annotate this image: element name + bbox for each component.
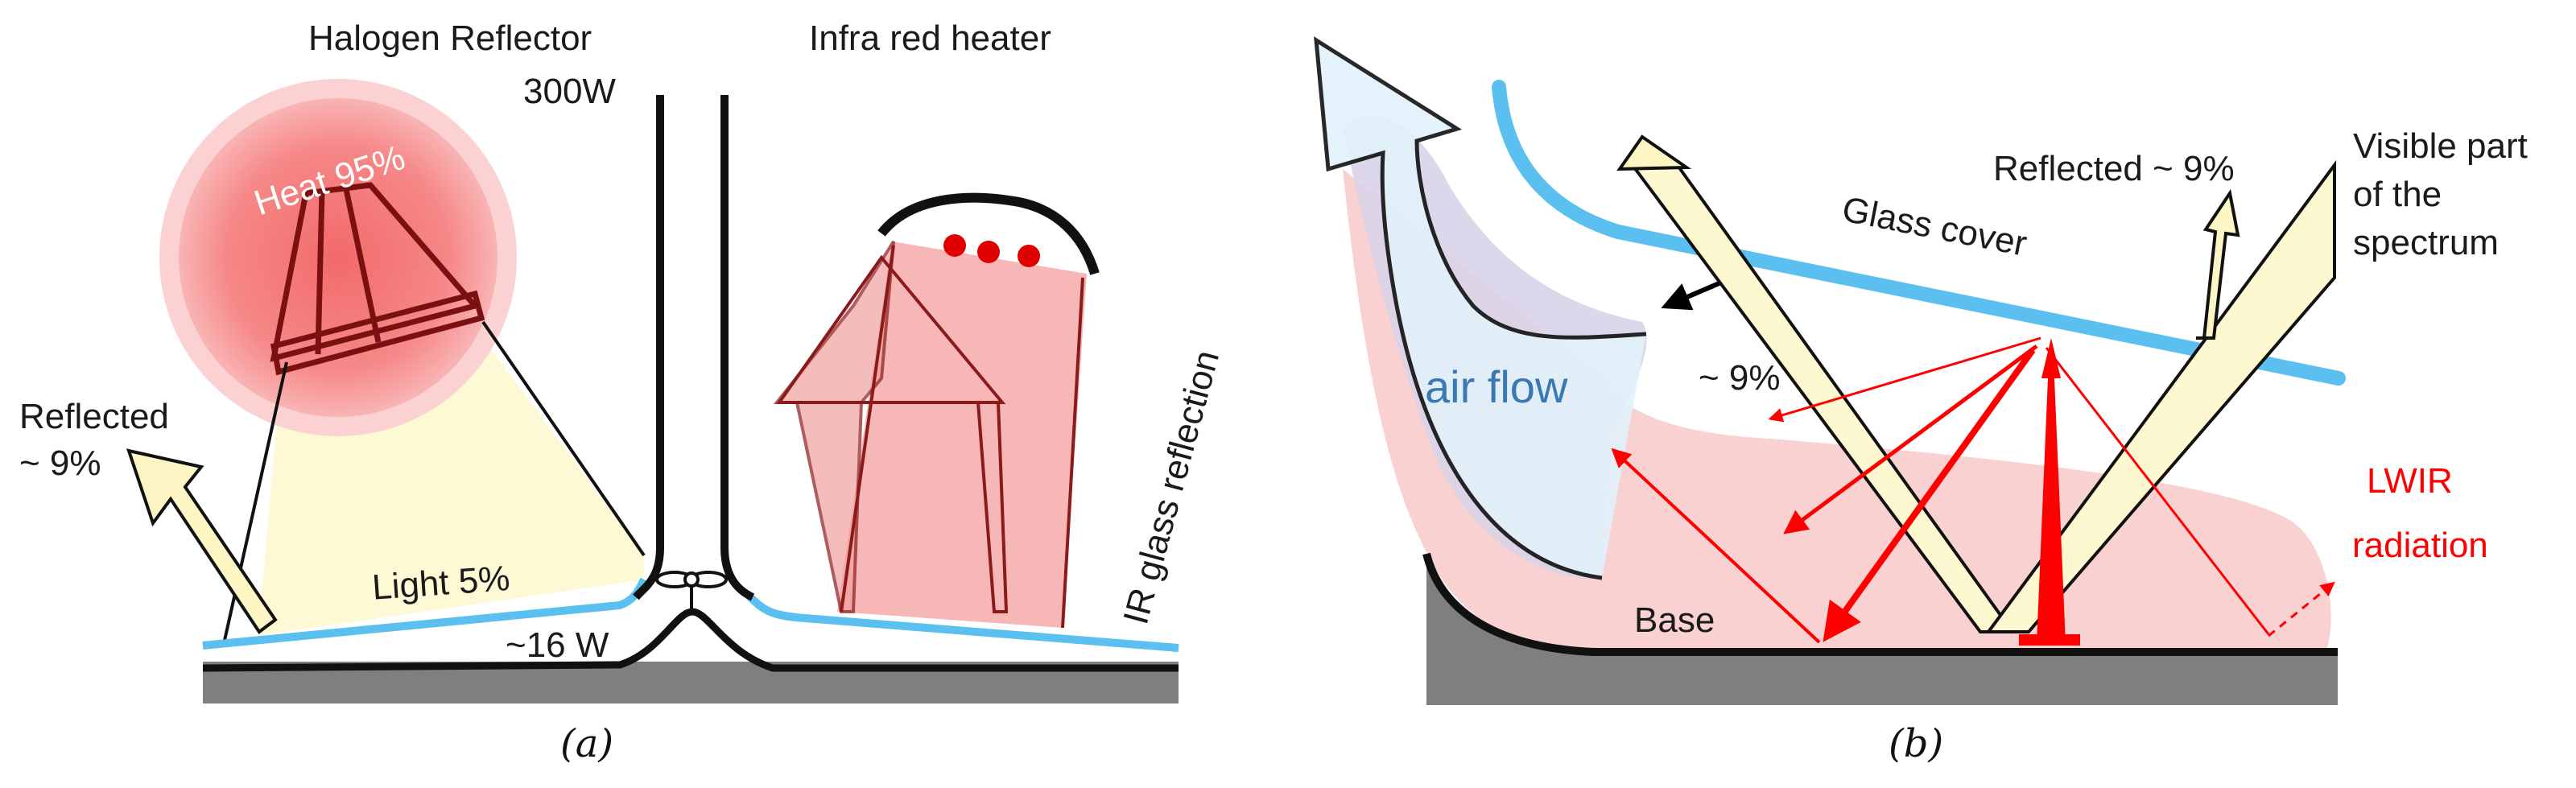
glass-cover-label: Glass cover [1839,189,2029,263]
caption-b: (b) [1889,721,1943,766]
lwir-label-1: LWIR [2367,461,2453,501]
chimney-right [720,95,755,601]
lwir-source [2019,634,2080,646]
light-label: Light 5% [371,559,511,608]
ir-arrow-left-head [776,254,1006,404]
ir-element-1 [943,234,966,257]
panel-a: Halogen Reflector 300W Infra red heater … [19,19,1227,766]
ir-edge-b [1061,277,1084,629]
reflected-arrow-b [2196,188,2240,340]
base-wedge [1426,554,1594,652]
ir-glass-label: IR glass reflection [1116,346,1227,628]
beam-edge-right [481,320,646,557]
visible-label-1: Visible part [2353,126,2528,166]
halogen-power: 300W [523,72,616,111]
ir-arrow-right [976,401,1009,613]
ir-heater-body [877,192,1100,275]
base-slab-b [1426,652,2338,705]
glass-line-a-right [745,592,1179,652]
glass-flow-arrow [1661,278,1728,311]
halogen-title: Halogen Reflector [308,19,592,58]
air-flow-label: air flow [1425,361,1568,412]
glass-cover [1492,80,2346,386]
ir-edge-a [840,245,895,613]
ir-beam [837,241,1087,628]
visible-label-2: of the [2353,175,2442,214]
ir-element-3 [1018,245,1040,267]
ir-element-2 [977,241,1000,263]
visible-beam [1985,159,2336,633]
air-flow-arrow [1314,36,1647,580]
reflected-label-b: Reflected ~ 9% [1993,149,2235,188]
caption-a: (a) [560,721,613,766]
visible-label-3: spectrum [2353,223,2499,262]
reflected-arrow-a [126,448,278,634]
incoming-beam-head [1616,134,1692,171]
lwir-emitter [2037,338,2066,644]
floor-line-b [1422,552,2338,656]
reflected-label-a1: Reflected [19,397,169,436]
chimney-left [633,95,664,600]
fan-icon [655,571,728,612]
lwir-arrows [1611,336,2335,644]
lwir-label-2: radiation [2352,526,2488,565]
ir-title: Infra red heater [809,19,1051,58]
fan-power-label: ~16 W [506,625,609,665]
base-label: Base [1634,600,1715,640]
panel-b: Reflected ~ 9% Visible part of the spect… [1314,36,2528,766]
approx-label: ~ 9% [1699,358,1781,398]
halogen-lamp-icon [270,182,485,376]
reflected-label-a2: ~ 9% [19,444,101,483]
heat-glow [179,98,497,417]
